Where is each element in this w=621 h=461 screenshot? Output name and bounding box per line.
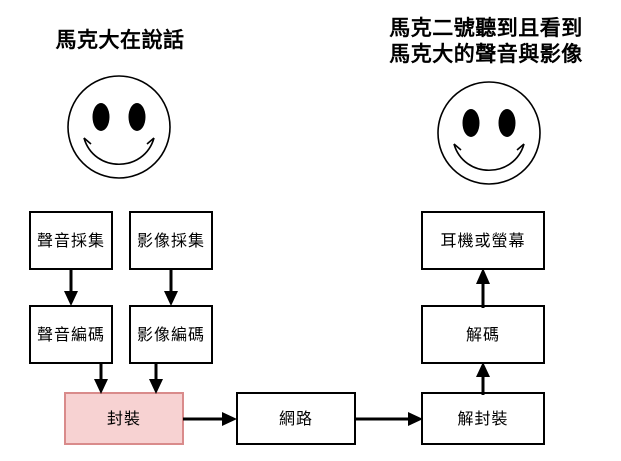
node-audio-encode-label: 聲音編碼	[36, 324, 105, 344]
node-depacketize[interactable]: 解封裝	[421, 392, 545, 445]
receiver-smiley-icon	[437, 81, 541, 185]
right-caption: 馬克二號聽到且看到 馬克大的聲音與影像	[355, 16, 617, 67]
edge-video-capture-to-video-encode	[164, 268, 178, 306]
node-video-capture-label: 影像採集	[136, 230, 205, 250]
edge-decode-to-output-device	[476, 268, 490, 308]
node-video-capture[interactable]: 影像採集	[129, 211, 213, 270]
right-caption-line-1: 馬克二號聽到且看到	[389, 16, 583, 40]
node-packetize[interactable]: 封裝	[64, 392, 184, 445]
node-decode[interactable]: 解碼	[421, 305, 545, 364]
edge-audio-capture-to-audio-encode	[64, 268, 78, 306]
node-video-encode-label: 影像編碼	[136, 324, 205, 344]
edge-depacketize-to-decode	[476, 362, 490, 395]
edge-packetize-to-network	[183, 412, 237, 426]
left-caption: 馬克大在說話	[0, 28, 240, 54]
node-depacketize-label: 解封裝	[457, 408, 509, 428]
left-caption-line-1: 馬克大在說話	[55, 28, 185, 52]
node-network[interactable]: 網路	[236, 392, 356, 445]
node-decode-label: 解碼	[465, 324, 500, 344]
edge-network-to-depacketize	[355, 412, 423, 426]
sender-smiley-icon	[67, 75, 171, 179]
node-network-label: 網路	[278, 408, 313, 428]
node-audio-encode[interactable]: 聲音編碼	[29, 305, 113, 364]
node-packetize-label: 封裝	[106, 408, 141, 428]
right-caption-line-2: 馬克大的聲音與影像	[389, 41, 583, 66]
node-output-device-label: 耳機或螢幕	[440, 230, 526, 250]
edge-video-encode-to-packetize	[149, 362, 163, 394]
node-output-device[interactable]: 耳機或螢幕	[421, 211, 545, 270]
node-audio-capture-label: 聲音採集	[36, 230, 105, 250]
edge-audio-encode-to-packetize	[94, 362, 108, 394]
node-audio-capture[interactable]: 聲音採集	[29, 211, 113, 270]
node-video-encode[interactable]: 影像編碼	[129, 305, 213, 364]
